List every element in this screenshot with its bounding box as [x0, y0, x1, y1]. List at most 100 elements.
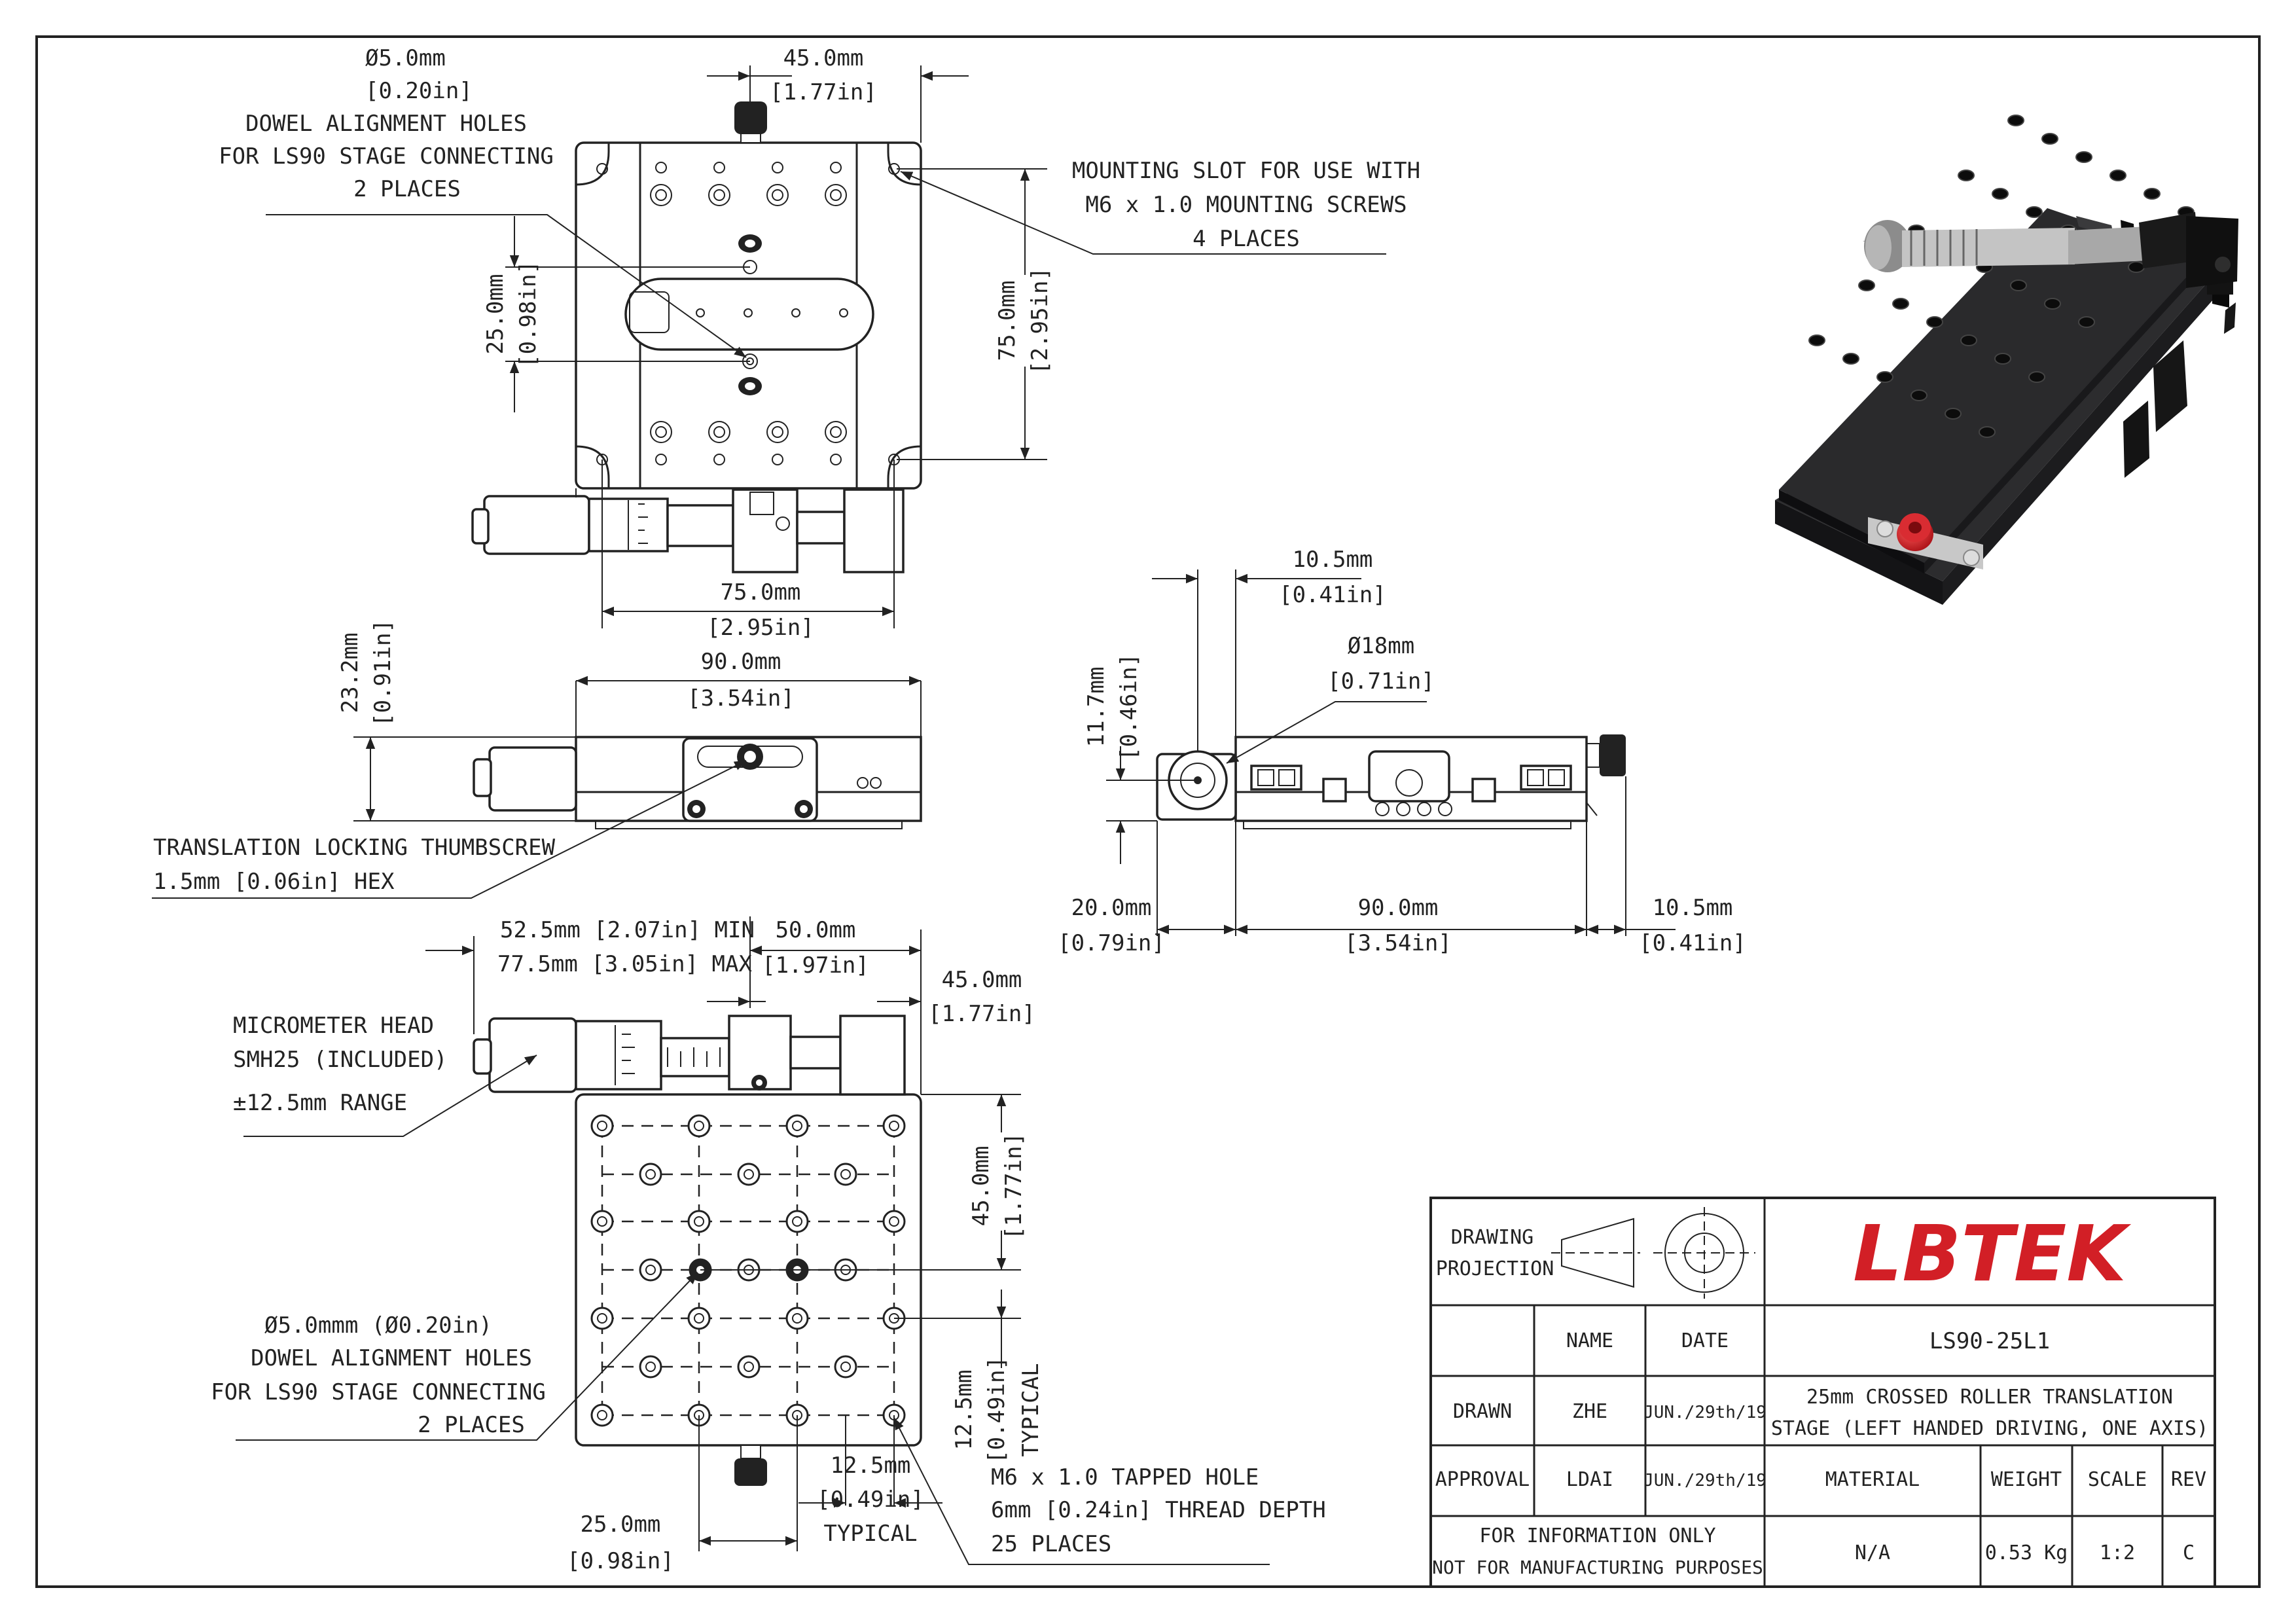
side-view-dimensions: 23.2mm [0.91in] 90.0mm [3.54in] TRANSLAT…: [152, 619, 922, 899]
approval-name: LDAI: [1566, 1468, 1613, 1491]
end-dim-117-in: [0.46in]: [1116, 653, 1142, 761]
bottom-dim-125v-in: [0.49in]: [984, 1356, 1010, 1464]
bottom-dim-25-in: [0.98in]: [567, 1548, 674, 1574]
bottom-dim-125h: 12.5mm: [831, 1453, 911, 1479]
side-lock-label-1: TRANSLATION LOCKING THUMBSCREW: [153, 835, 556, 861]
tapped-hole: [785, 1210, 809, 1233]
bottom-dim-45-in: [1.77in]: [928, 1001, 1035, 1027]
render-hole: [1808, 334, 1825, 346]
tapped-hole: [590, 1403, 614, 1427]
tapped-hole: [687, 1210, 711, 1233]
description-line-1: 25mm CROSSED ROLLER TRANSLATION: [1806, 1386, 2173, 1409]
render-hole: [2075, 151, 2092, 163]
render-hole: [2144, 188, 2161, 200]
bottom-tap-label-2: 6mm [0.24in] THREAD DEPTH: [991, 1497, 1326, 1523]
bottom-dim-45: 45.0mm: [942, 967, 1022, 993]
bottom-mic-label-3: ±12.5mm RANGE: [233, 1090, 407, 1116]
side-dim-90: 90.0mm: [701, 649, 781, 675]
top-slot-label-1: MOUNTING SLOT FOR USE WITH: [1072, 158, 1420, 184]
top-dim-45: 45.0mm: [783, 45, 864, 71]
bottom-dowel-label-1: Ø5.0mmm (Ø0.20in): [264, 1312, 492, 1339]
render-hole: [2128, 261, 2145, 273]
end-dim-90: 90.0mm: [1358, 895, 1439, 921]
top-dim-75v: 75.0mm: [994, 281, 1020, 361]
top-dim-45-in: [1.77in]: [770, 79, 877, 105]
tapped-hole: [737, 1355, 761, 1379]
render-hole: [1992, 188, 2009, 200]
side-view: [473, 736, 922, 829]
row-approval-label: APPROVAL: [1435, 1468, 1530, 1491]
drawn-date: JUN./29th/19: [1643, 1403, 1767, 1422]
render-hole: [2044, 298, 2061, 310]
top-dowel-dia: Ø5.0mm: [365, 45, 446, 71]
bottom-dowel-label-4: 2 PLACES: [418, 1412, 525, 1438]
top-dim-25: 25.0mm: [482, 274, 509, 355]
render-hole: [2109, 170, 2126, 181]
bottom-dim-45v-in: [1.77in]: [1001, 1132, 1027, 1240]
bottom-mic-label-2: SMH25 (INCLUDED): [233, 1047, 448, 1073]
tapped-hole: [639, 1258, 662, 1282]
bottom-dim-50-in: [1.97in]: [762, 952, 869, 979]
tapped-hole: [590, 1114, 614, 1138]
side-dim-23-in: [0.91in]: [370, 619, 396, 727]
tapped-hole: [639, 1355, 662, 1379]
render-hole: [2028, 371, 2045, 383]
bottom-dim-125v-typ: TYPICAL: [1018, 1363, 1044, 1456]
render-hole: [1958, 170, 1975, 181]
bottom-travel-max: 77.5mm [3.05in] MAX: [497, 951, 752, 977]
scale-value: 1:2: [2100, 1542, 2135, 1564]
bottom-dim-50: 50.0mm: [776, 917, 856, 943]
material-value: N/A: [1855, 1542, 1890, 1564]
row-drawn-label: DRAWN: [1453, 1400, 1512, 1423]
render-hole: [1945, 408, 1962, 420]
title-block: DRAWING PROJECTION LBTEK NAME DATE LS90-…: [1429, 1197, 2216, 1588]
weight-value: 0.53 Kg: [1985, 1542, 2068, 1564]
end-dim-105b-in: [0.41in]: [1639, 930, 1746, 956]
bottom-view-dimensions: 52.5mm [2.07in] MIN 77.5mm [3.05in] MAX …: [211, 916, 1326, 1574]
end-dim-20-in: [0.79in]: [1058, 930, 1165, 956]
info-line-1: FOR INFORMATION ONLY: [1479, 1525, 1715, 1547]
description-line-2: STAGE (LEFT HANDED DRIVING, ONE AXIS): [1771, 1417, 2208, 1440]
render-hole: [2026, 206, 2043, 218]
bottom-travel-min: 52.5mm [2.07in] MIN: [500, 917, 755, 943]
col-date-header: DATE: [1681, 1329, 1729, 1352]
bottom-view: [473, 1015, 922, 1486]
tapped-hole: [687, 1307, 711, 1330]
top-slot-label-3: 4 PLACES: [1193, 226, 1300, 252]
info-line-2: NOT FOR MANUFACTURING PURPOSES: [1432, 1557, 1763, 1578]
end-view-dimensions: 10.5mm [0.41in] Ø18mm [0.71in] 11.7mm [0…: [1058, 547, 1746, 956]
render-hole: [2041, 133, 2058, 145]
end-dim-105b: 10.5mm: [1653, 895, 1733, 921]
render-hole: [1876, 371, 1893, 383]
top-dim-75h-in: [2.95in]: [707, 615, 814, 641]
bottom-dowel-label-2: DOWEL ALIGNMENT HOLES: [251, 1345, 532, 1371]
top-dowel-dia-in: [0.20in]: [365, 78, 473, 104]
bottom-tap-label-1: M6 x 1.0 TAPPED HOLE: [991, 1464, 1259, 1490]
projection-label-1: DRAWING: [1451, 1226, 1534, 1249]
side-lock-label-2: 1.5mm [0.06in] HEX: [153, 869, 395, 895]
top-dowel-label-3: 2 PLACES: [353, 176, 461, 202]
top-dowel-label-2: FOR LS90 STAGE CONNECTING: [219, 143, 554, 170]
end-dim-18-in: [0.71in]: [1327, 668, 1435, 695]
bottom-dim-45v: 45.0mm: [968, 1146, 994, 1227]
render-hole: [1892, 298, 1909, 310]
lbtek-logo: LBTEK: [1853, 1208, 2131, 1299]
render-hole: [1979, 426, 1996, 438]
tapped-hole: [785, 1307, 809, 1330]
tapped-hole: [834, 1163, 857, 1186]
tapped-hole: [882, 1114, 906, 1138]
end-dim-18: Ø18mm: [1348, 633, 1414, 659]
render-hole: [1994, 353, 2011, 365]
render-hole: [2007, 115, 2024, 126]
part-number: LS90-25L1: [1929, 1328, 2050, 1354]
top-dim-75v-in: [2.95in]: [1027, 267, 1053, 374]
render-hole: [1926, 316, 1943, 328]
projection-symbol-icon: [1551, 1207, 1755, 1299]
rev-value: C: [2183, 1542, 2195, 1564]
weight-header: WEIGHT: [1991, 1468, 2062, 1491]
tapped-hole: [785, 1114, 809, 1138]
end-dim-117: 11.7mm: [1083, 667, 1109, 748]
bottom-dowel-label-3: FOR LS90 STAGE CONNECTING: [211, 1379, 546, 1405]
bottom-dim-25: 25.0mm: [581, 1511, 661, 1538]
